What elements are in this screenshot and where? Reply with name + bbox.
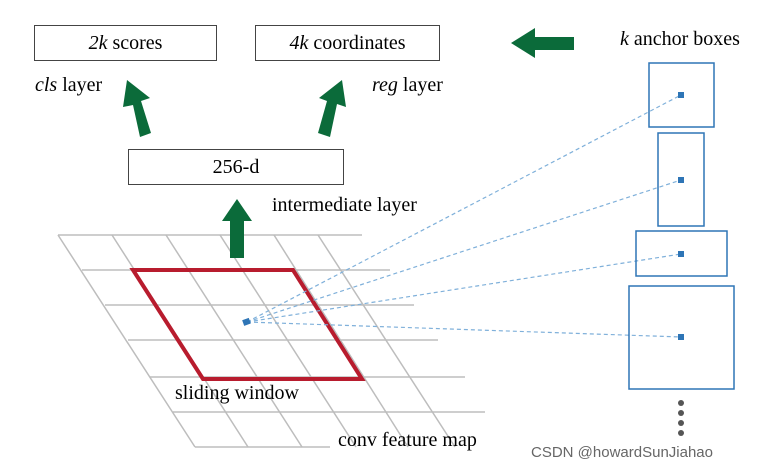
- anchor-box-2: [657, 132, 705, 227]
- sliding-window: [129, 268, 366, 381]
- reg-layer-label: reg layer: [372, 74, 443, 96]
- anchor-boxes-label: k anchor boxes: [620, 28, 740, 50]
- intermediate-box-label: 256-d: [212, 155, 260, 178]
- anchor-box-3: [635, 230, 728, 277]
- arrow-up-right-icon: [318, 80, 346, 137]
- anchor-connection-lines: [246, 94, 682, 338]
- sliding-window-label: sliding window: [175, 382, 299, 404]
- anchor-box-1: [648, 62, 715, 128]
- conv-feature-map-label: conv feature map: [338, 429, 477, 451]
- sliding-window-center: [242, 317, 251, 326]
- coordinates-text: coordinates: [313, 31, 406, 54]
- more-anchors-ellipsis: [678, 400, 684, 436]
- anchor-box-4: [628, 285, 735, 390]
- anchor-boxes: [628, 62, 735, 390]
- coordinates-k: 4k: [289, 31, 309, 54]
- watermark: CSDN @howardSunJiahao: [531, 444, 713, 461]
- scores-box: 2k scores: [34, 25, 217, 61]
- conv-feature-map-grid: [57, 234, 485, 448]
- cls-layer-label: cls layer: [35, 74, 103, 96]
- arrow-left-icon: [511, 28, 574, 58]
- intermediate-layer-label: intermediate layer: [272, 194, 417, 216]
- arrow-up-left-icon: [123, 80, 151, 137]
- anchor-centers: [678, 92, 684, 340]
- scores-text: scores: [112, 31, 163, 54]
- arrow-up-icon: [222, 199, 252, 258]
- coordinates-box: 4k coordinates: [255, 25, 440, 61]
- scores-k: 2k: [88, 31, 108, 54]
- intermediate-box: 256-d: [128, 149, 344, 185]
